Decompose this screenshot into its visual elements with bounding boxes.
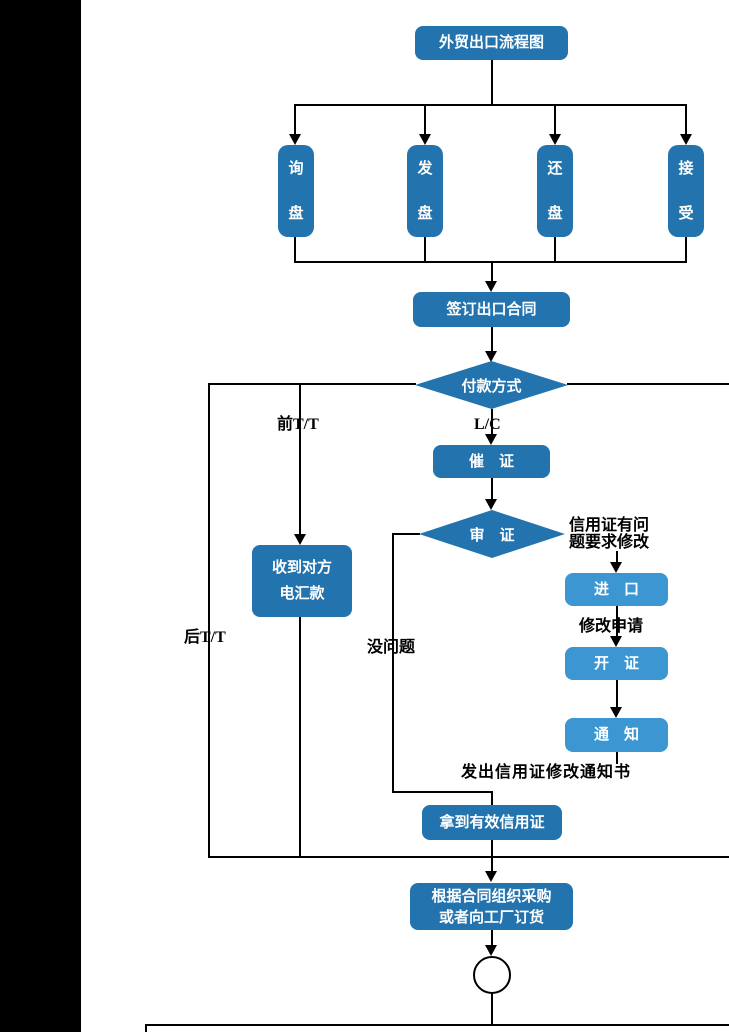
connector-payment-right	[567, 383, 729, 385]
connector-merge-bottom	[208, 856, 729, 858]
connector-circle-down	[491, 993, 493, 1026]
diamond-review-lc	[419, 510, 565, 558]
node-open-lc: 开 证	[565, 647, 668, 680]
connector-stub-counter	[554, 237, 556, 263]
left-black-margin	[0, 0, 81, 1032]
node-inquiry: 询 盘	[278, 145, 314, 237]
node-sign-contract: 签订出口合同	[413, 292, 570, 327]
node-urge-lc: 催 证	[433, 445, 550, 478]
connector-review-left	[392, 533, 420, 535]
edge-label-send-amend-notice: 发出信用证修改通知书	[461, 764, 632, 781]
connector-open-down	[616, 680, 618, 707]
connector-valid-lc-down	[491, 840, 493, 871]
connector-no-problem-down	[392, 533, 394, 793]
edge-label-no-problem: 没问题	[367, 639, 416, 656]
arrowhead-payment	[485, 351, 497, 362]
node-get-valid-lc: 拿到有效信用证	[422, 805, 562, 840]
diamond-review-label: 审 证	[469, 526, 515, 544]
arrowhead-receive-tt	[294, 534, 306, 545]
arrowhead-open-lc	[610, 636, 622, 647]
connector-to-sign	[491, 261, 493, 281]
bottom-box-top-edge	[145, 1024, 729, 1026]
arrowhead-review-lc	[485, 499, 497, 510]
connector-drop-offer	[424, 104, 426, 134]
node-import: 进 口	[565, 573, 668, 606]
node-accept: 接 受	[668, 145, 704, 237]
edge-label-amend-request: 修改申请	[579, 618, 644, 635]
arrowhead-sign	[485, 281, 497, 292]
arrowhead-inquiry	[289, 134, 301, 145]
connector-procure-down	[491, 930, 493, 945]
connector-branch-top	[295, 104, 687, 106]
connector-urge-to-review	[491, 478, 493, 499]
connector-lc-down	[491, 409, 493, 434]
arrowhead-circle	[485, 945, 497, 956]
connector-circle-node	[473, 956, 511, 994]
connector-import-down	[616, 605, 618, 636]
bottom-box-left-edge	[145, 1024, 147, 1032]
edge-label-lc-has-problem: 信用证有问 题要求修改	[569, 517, 650, 551]
connector-sign-to-payment	[491, 327, 493, 351]
arrowhead-import	[610, 562, 622, 573]
node-counter-offer: 还 盘	[537, 145, 573, 237]
connector-stub-offer	[424, 237, 426, 263]
edge-label-post-tt: 后T/T	[184, 629, 226, 646]
arrowhead-notify	[610, 707, 622, 718]
arrowhead-counter	[549, 134, 561, 145]
arrowhead-procure	[485, 871, 497, 882]
connector-post-tt-down	[208, 383, 210, 858]
connector-stub-inquiry	[294, 237, 296, 263]
connector-drop-counter	[554, 104, 556, 134]
connector-title-down	[491, 59, 493, 105]
connector-notify-stub	[616, 752, 618, 764]
connector-receive-tt-down	[299, 617, 301, 858]
arrowhead-offer	[419, 134, 431, 145]
connector-stub-accept	[685, 237, 687, 263]
connector-drop-accept	[685, 104, 687, 134]
diamond-payment-method	[415, 361, 568, 409]
edge-label-lc: L/C	[474, 416, 501, 433]
arrowhead-accept	[680, 134, 692, 145]
node-receive-tt: 收到对方 电汇款	[252, 545, 352, 617]
node-procure: 根据合同组织采购 或者向工厂订货	[410, 883, 573, 930]
node-title: 外贸出口流程图	[415, 26, 568, 60]
arrowhead-urge-lc	[485, 434, 497, 445]
diamond-payment-label: 付款方式	[461, 377, 522, 395]
connector-problem-down	[616, 551, 618, 562]
connector-into-valid-lc	[491, 791, 493, 805]
node-notify: 通 知	[565, 718, 668, 752]
connector-payment-left	[208, 383, 416, 385]
connector-no-problem-right	[392, 791, 492, 793]
node-offer: 发 盘	[407, 145, 443, 237]
connector-pre-tt-down	[299, 383, 301, 534]
connector-drop-inquiry	[294, 104, 296, 134]
edge-label-pre-tt: 前T/T	[277, 416, 319, 433]
